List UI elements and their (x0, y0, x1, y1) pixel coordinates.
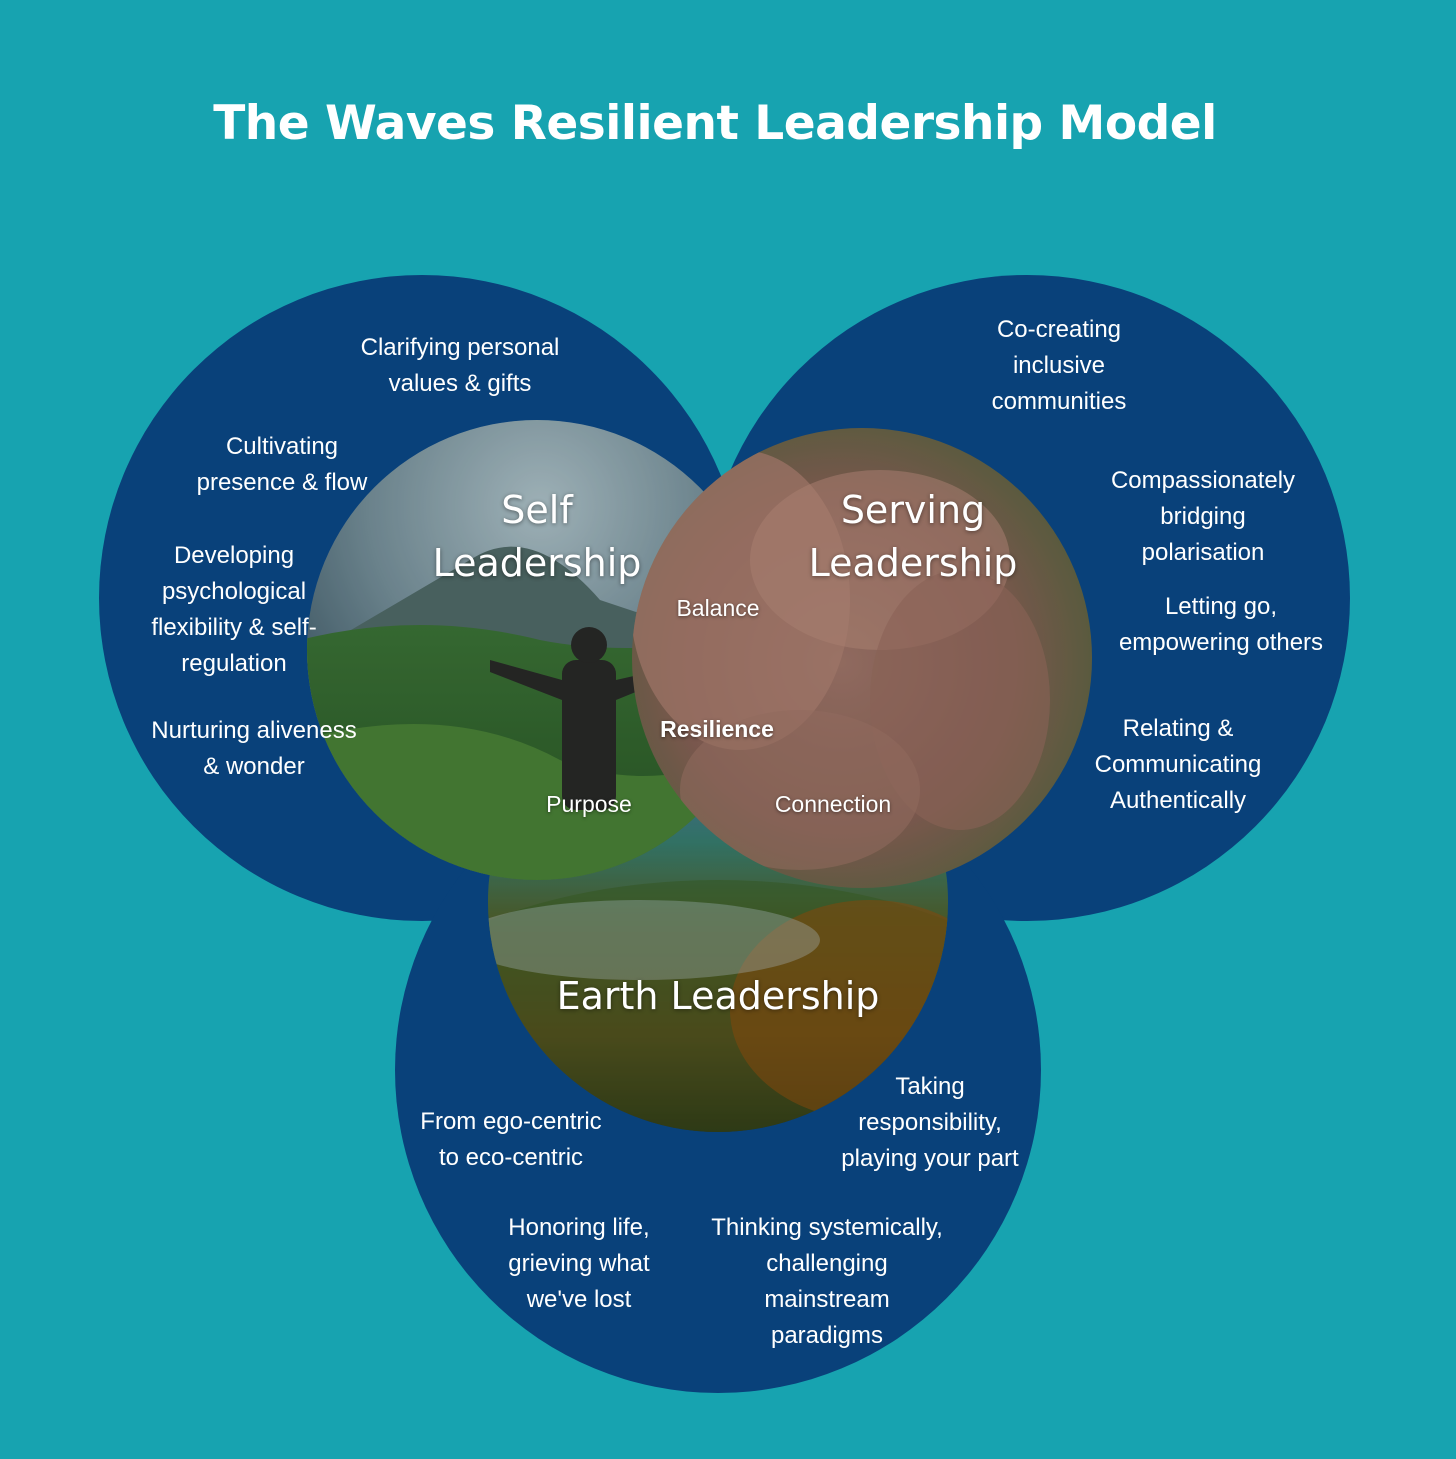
self-leadership-heading: Self Leadership (432, 488, 642, 585)
self-item-aliveness: Nurturing aliveness & wonder (151, 717, 357, 780)
earth-leadership-heading: Earth Leadership (556, 974, 880, 1018)
serving-item-relating: Relating & Communicating Authentically (1094, 715, 1262, 814)
serving-item-polarisation: Compassionately bridging polarisation (1110, 467, 1296, 566)
serving-item-communities: Co-creating inclusive communities (991, 316, 1127, 415)
serving-image (632, 428, 1092, 888)
core-purpose: Purpose (546, 791, 632, 817)
self-item-flexibility: Developing psychological flexibility & s… (151, 542, 317, 677)
self-item-presence: Cultivating presence & flow (196, 433, 368, 496)
page-title: The Waves Resilient Leadership Model (213, 96, 1217, 151)
self-item-values: Clarifying personal values & gifts (360, 334, 560, 397)
serving-item-letting-go: Letting go, empowering others (1118, 593, 1324, 656)
earth-item-honoring-life: Honoring life, grieving what we've lost (508, 1214, 650, 1313)
self-image (307, 420, 767, 880)
core-balance: Balance (676, 595, 760, 621)
earth-item-eco-centric: From ego-centric to eco-centric (420, 1108, 602, 1171)
core-connection: Connection (774, 791, 892, 817)
core-resilience: Resilience (660, 716, 774, 742)
earth-item-responsibility: Taking responsibility, playing your part (841, 1073, 1019, 1172)
serving-leadership-heading: Serving Leadership (808, 488, 1018, 585)
earth-item-systemic: Thinking systemically, challenging mains… (711, 1214, 943, 1349)
